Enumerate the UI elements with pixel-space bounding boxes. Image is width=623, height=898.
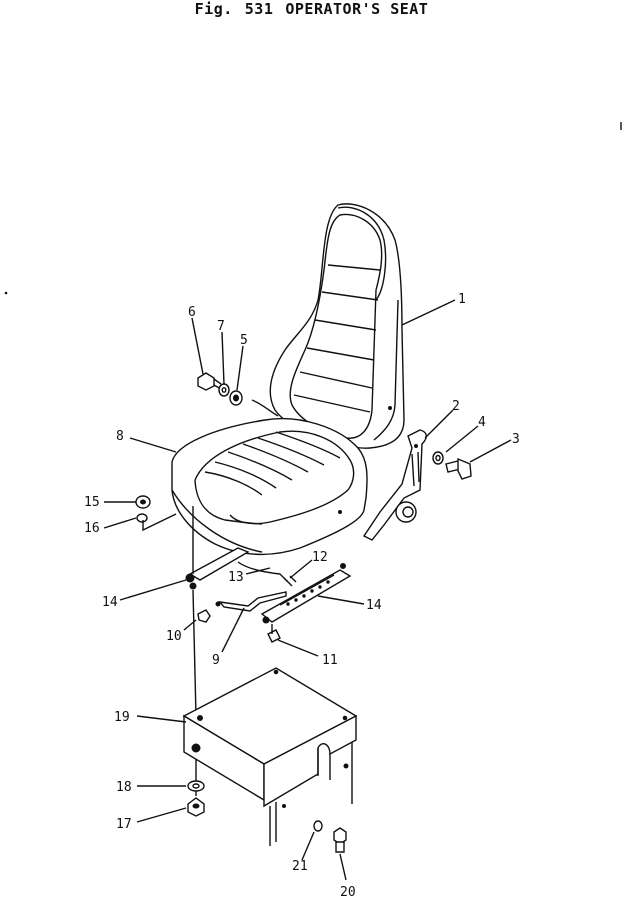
lever-9 <box>218 591 287 612</box>
callout-labels: 1 2 3 4 5 6 7 8 9 10 11 12 13 14 14 15 1… <box>84 292 520 898</box>
callout-20: 20 <box>340 885 356 898</box>
callout-16: 16 <box>84 521 100 536</box>
hinge-pin <box>251 399 279 417</box>
callout-10: 10 <box>166 629 182 644</box>
washer-21 <box>313 820 323 832</box>
slide-rail-left <box>185 547 250 590</box>
knob-10 <box>197 609 211 623</box>
washer-16 <box>136 513 148 523</box>
washer-4 <box>432 451 444 465</box>
callout-2: 2 <box>452 399 460 414</box>
callout-17: 17 <box>116 817 132 832</box>
fig-title: OPERATOR'S SEAT <box>285 0 429 18</box>
washer-18 <box>187 780 205 792</box>
callout-15: 15 <box>84 495 100 510</box>
callout-3: 3 <box>512 432 520 447</box>
speck <box>4 291 8 295</box>
seat-back <box>269 203 405 449</box>
callout-14: 14 <box>102 595 118 610</box>
callout-8: 8 <box>116 429 124 444</box>
callout-21: 21 <box>292 859 308 874</box>
recline-bracket <box>362 429 427 541</box>
leader-lines <box>103 299 512 881</box>
bolt-6 <box>197 372 222 391</box>
fig-number: 531 <box>244 0 274 18</box>
callout-9: 9 <box>212 653 220 668</box>
callout-7: 7 <box>217 319 225 334</box>
fig-label: Fig. <box>194 0 233 18</box>
base-bracket <box>182 667 358 846</box>
bolt-11 <box>267 624 281 643</box>
callout-1: 1 <box>458 292 466 307</box>
seat-cushion <box>171 417 368 556</box>
callout-5: 5 <box>240 333 248 348</box>
figure-title: Fig. 531 OPERATOR'S SEAT <box>0 0 623 18</box>
callout-11: 11 <box>322 653 338 668</box>
nut-17 <box>187 797 205 817</box>
nut-15 <box>135 495 151 509</box>
callout-18: 18 <box>116 780 132 795</box>
washer-7 <box>218 383 230 397</box>
spring-13 <box>237 561 289 583</box>
callout-19: 19 <box>114 710 130 725</box>
callout-14: 14 <box>366 598 382 613</box>
slide-rail-right <box>260 563 352 624</box>
bolt-3 <box>445 457 472 480</box>
callout-6: 6 <box>188 305 196 320</box>
stud-line <box>192 589 197 717</box>
bolt-20 <box>333 827 347 853</box>
callout-4: 4 <box>478 415 486 430</box>
spacer-5 <box>229 390 243 406</box>
callout-12: 12 <box>312 550 328 565</box>
callout-13: 13 <box>228 570 244 585</box>
